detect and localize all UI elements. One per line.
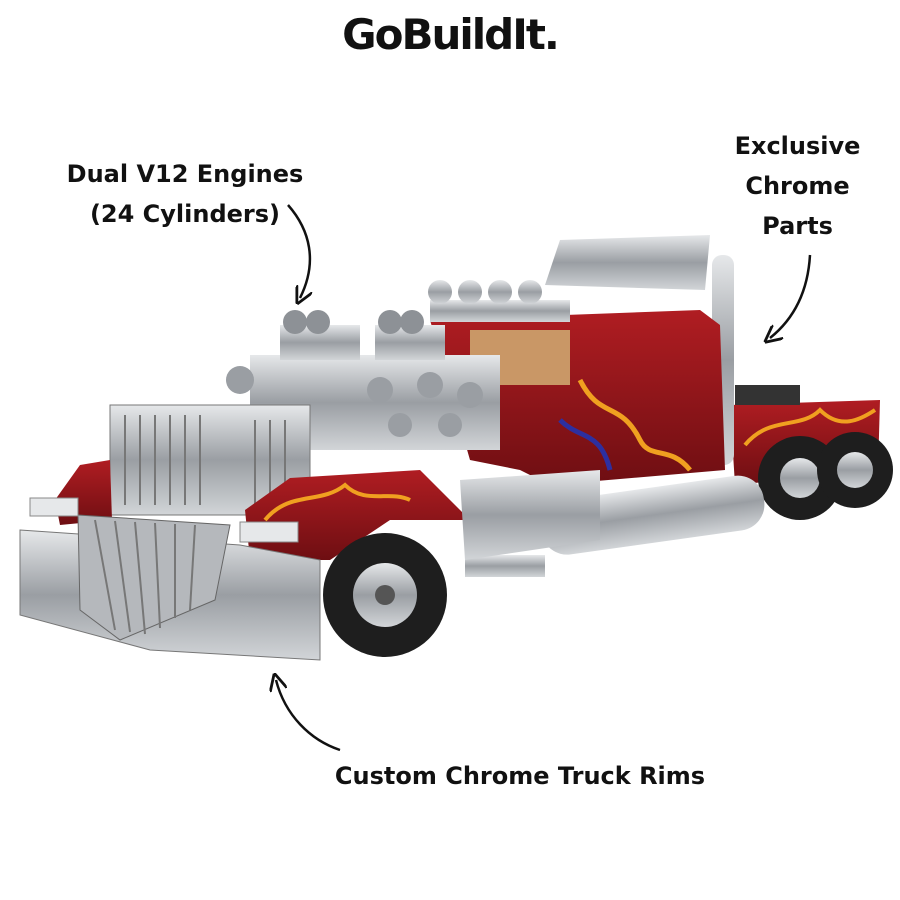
brand-logo: GoBuildIt. (342, 10, 560, 59)
callout-chrome-parts: Exclusive Chrome Parts (710, 126, 885, 246)
callout-engines-line2: (24 Cylinders) (89, 200, 281, 228)
arrow-up-left-icon (276, 680, 341, 752)
headlight-right (239, 521, 299, 543)
roof-intake (545, 235, 710, 290)
arrow-down-left-icon (770, 254, 812, 338)
callout-engines: Dual V12 Engines (24 Cylinders) (40, 154, 330, 234)
fifth-wheel (735, 385, 800, 405)
arrow-down-icon (287, 204, 310, 298)
callout-engines-line1: Dual V12 Engines (66, 160, 304, 188)
front-fender-right (245, 470, 470, 560)
roof-light-bar (430, 300, 570, 322)
headlight-left (29, 497, 79, 517)
cow-catcher (77, 514, 231, 641)
callout-chrome-line1: Exclusive (734, 132, 861, 160)
callout-rims: Custom Chrome Truck Rims (334, 762, 706, 790)
callout-chrome-line3: Parts (762, 212, 833, 240)
callout-chrome-line2: Chrome (745, 172, 850, 200)
truck (19, 235, 893, 661)
